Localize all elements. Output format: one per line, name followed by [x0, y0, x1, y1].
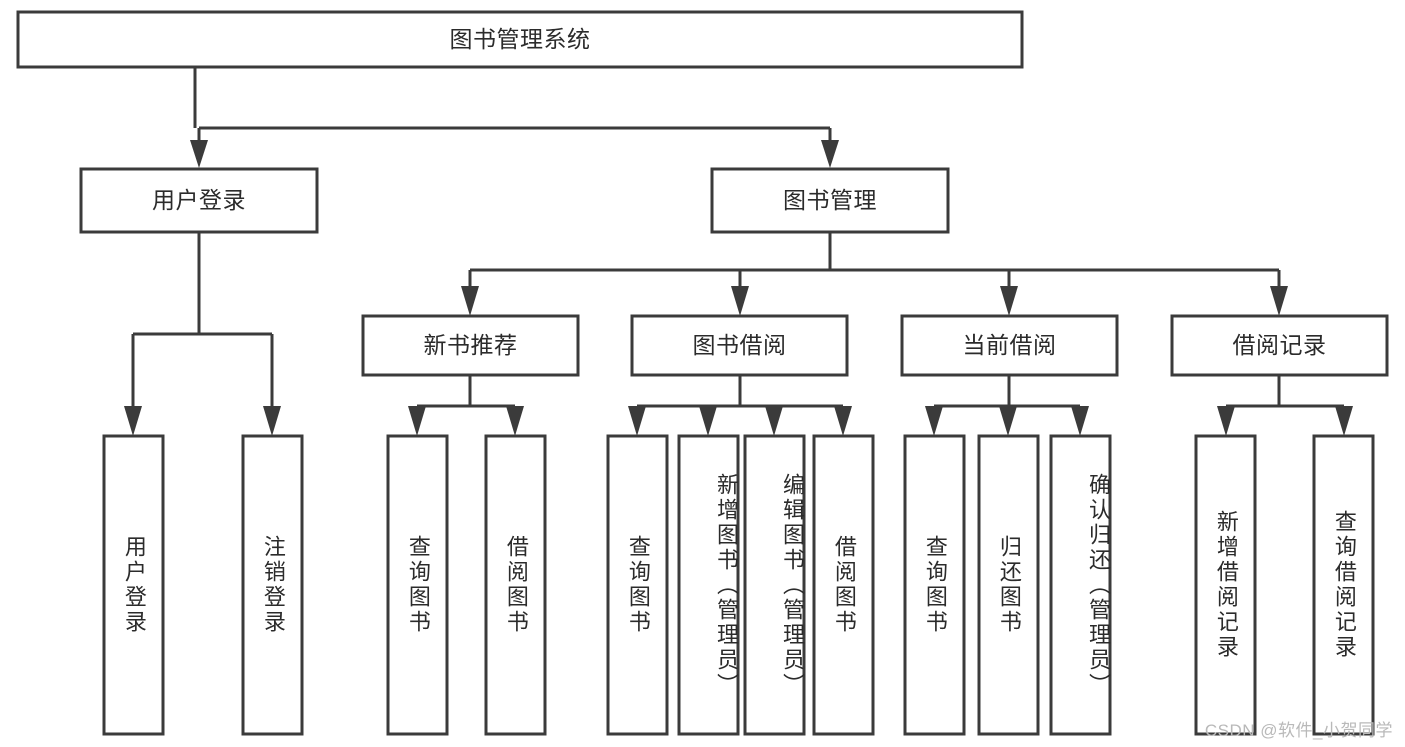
arrow-head-level3-1: [461, 286, 479, 316]
arrow-head-user-login-1: [124, 406, 142, 436]
arrow-head-borrow-record-2: [1335, 406, 1353, 436]
arrow-head-user-login-2: [263, 406, 281, 436]
arrow-head-current-borrow-1: [925, 406, 943, 436]
arrow-head-book-borrow-1: [628, 406, 646, 436]
node-leaf-bb-query-book-box[interactable]: [606, 434, 669, 736]
arrow-head-book-borrow-3: [765, 406, 783, 436]
node-leaf-cb-query-book-box[interactable]: [903, 434, 966, 736]
node-root-box[interactable]: [16, 10, 1024, 69]
node-new-book-box[interactable]: [361, 314, 580, 377]
arrow-head-level3-3: [1000, 286, 1018, 316]
arrow-head-level3-4: [1270, 286, 1288, 316]
arrow-head-level2-2: [821, 140, 839, 168]
node-book-borrow-box[interactable]: [630, 314, 849, 377]
arrow-head-level3-2: [731, 286, 749, 316]
node-leaf-bb-add-book-box[interactable]: [677, 434, 740, 736]
arrow-head-level2-1: [190, 140, 208, 168]
node-leaf-br-add-record-box[interactable]: [1194, 434, 1257, 736]
node-leaf-cb-confirm-return-box[interactable]: [1049, 434, 1112, 736]
node-leaf-user-login-box[interactable]: [102, 434, 165, 736]
node-leaf-logout-box[interactable]: [241, 434, 304, 736]
node-leaf-bb-borrow-book-box[interactable]: [812, 434, 875, 736]
node-leaf-cb-return-book-box[interactable]: [977, 434, 1040, 736]
node-borrow-record-box[interactable]: [1170, 314, 1389, 377]
arrow-head-current-borrow-3: [1071, 406, 1089, 436]
arrow-head-new-book-1: [408, 406, 426, 436]
node-leaf-nb-query-book-box[interactable]: [386, 434, 449, 736]
arrow-head-current-borrow-2: [999, 406, 1017, 436]
node-leaf-br-query-record-box[interactable]: [1312, 434, 1375, 736]
arrow-head-book-borrow-2: [699, 406, 717, 436]
node-current-borrow-box[interactable]: [900, 314, 1119, 377]
arrow-head-borrow-record-1: [1217, 406, 1235, 436]
node-leaf-nb-borrow-book-box[interactable]: [484, 434, 547, 736]
node-book-manage-box[interactable]: [710, 167, 950, 234]
node-leaf-bb-edit-book-box[interactable]: [743, 434, 806, 736]
node-user-login-box[interactable]: [79, 167, 319, 234]
arrow-head-book-borrow-4: [834, 406, 852, 436]
arrow-head-new-book-2: [506, 406, 524, 436]
